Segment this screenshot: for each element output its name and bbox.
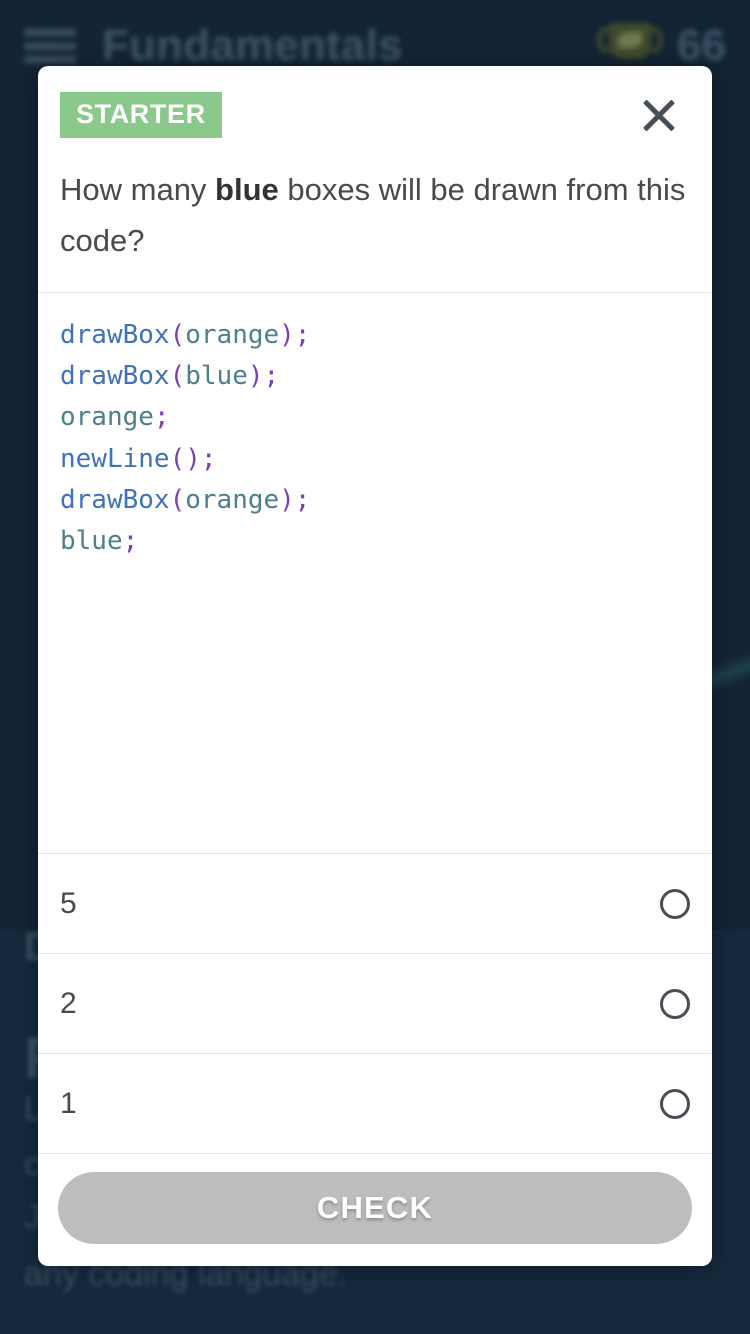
answer-option-5[interactable]: 5	[38, 854, 712, 954]
answer-option-label: 5	[60, 886, 77, 920]
background-text-line-5: J	[24, 1198, 41, 1236]
code-token-arg: orange	[185, 320, 280, 351]
code-line: drawBox(orange);	[60, 480, 690, 521]
divider-question	[38, 292, 712, 294]
code-line: orange;	[60, 397, 690, 438]
radio-button-icon[interactable]	[660, 888, 690, 919]
question-text-before: How many	[60, 172, 216, 207]
code-token-punct: (	[169, 361, 186, 392]
question-text: How many blue boxes will be drawn from t…	[38, 142, 712, 292]
code-line: drawBox(blue);	[60, 356, 690, 397]
check-button[interactable]: CHECK	[58, 1172, 692, 1244]
code-token-arg: blue	[185, 361, 248, 392]
code-token-fn: newLine	[60, 443, 170, 474]
radio-button-icon[interactable]	[660, 988, 690, 1019]
code-token-arg: orange	[185, 484, 280, 515]
question-text-after: boxes will be drawn from this code?	[60, 172, 686, 259]
code-token-punct: ;	[122, 525, 139, 556]
code-line: newLine();	[60, 439, 690, 480]
code-line: blue;	[60, 521, 690, 562]
answer-options: 5 2 1	[38, 854, 712, 1154]
trophy-score: 66	[597, 17, 726, 75]
app-header: Fundamentals 66	[0, 0, 750, 92]
code-token-punct: (	[169, 320, 186, 351]
trophy-icon	[597, 17, 664, 75]
code-token-arg: orange	[60, 402, 154, 433]
radio-button-icon[interactable]	[660, 1088, 690, 1119]
code-token-punct: );	[279, 484, 311, 515]
code-token-punct: );	[247, 361, 280, 392]
hamburger-menu-icon[interactable]	[24, 29, 76, 63]
code-block: drawBox(orange);drawBox(blue);orange;new…	[38, 293, 712, 853]
status-badge: STARTER	[60, 92, 222, 138]
code-token-punct: );	[279, 320, 311, 351]
answer-option-2[interactable]: 2	[38, 954, 712, 1054]
code-token-fn: drawBox	[60, 361, 170, 392]
code-token-punct: ;	[153, 402, 170, 433]
code-token-fn: drawBox	[60, 320, 170, 351]
close-icon[interactable]	[632, 88, 686, 142]
question-text-emphasis: blue	[215, 172, 279, 207]
page-title: Fundamentals	[102, 21, 403, 70]
background-text-line-4: c	[24, 1145, 41, 1183]
modal-header: STARTER	[38, 66, 712, 142]
answer-option-label: 1	[60, 1086, 77, 1120]
code-token-fn: drawBox	[60, 484, 170, 515]
quiz-modal: STARTER How many blue boxes will be draw…	[38, 66, 712, 1266]
code-token-arg: blue	[60, 525, 123, 556]
trophy-count: 66	[677, 21, 726, 70]
code-line: drawBox(orange);	[60, 315, 690, 356]
divider-code	[38, 853, 712, 854]
answer-option-1[interactable]: 1	[38, 1054, 712, 1154]
code-token-punct: ();	[169, 443, 217, 474]
code-token-punct: (	[169, 484, 186, 515]
answer-option-label: 2	[60, 986, 77, 1020]
modal-footer: CHECK	[38, 1154, 712, 1266]
